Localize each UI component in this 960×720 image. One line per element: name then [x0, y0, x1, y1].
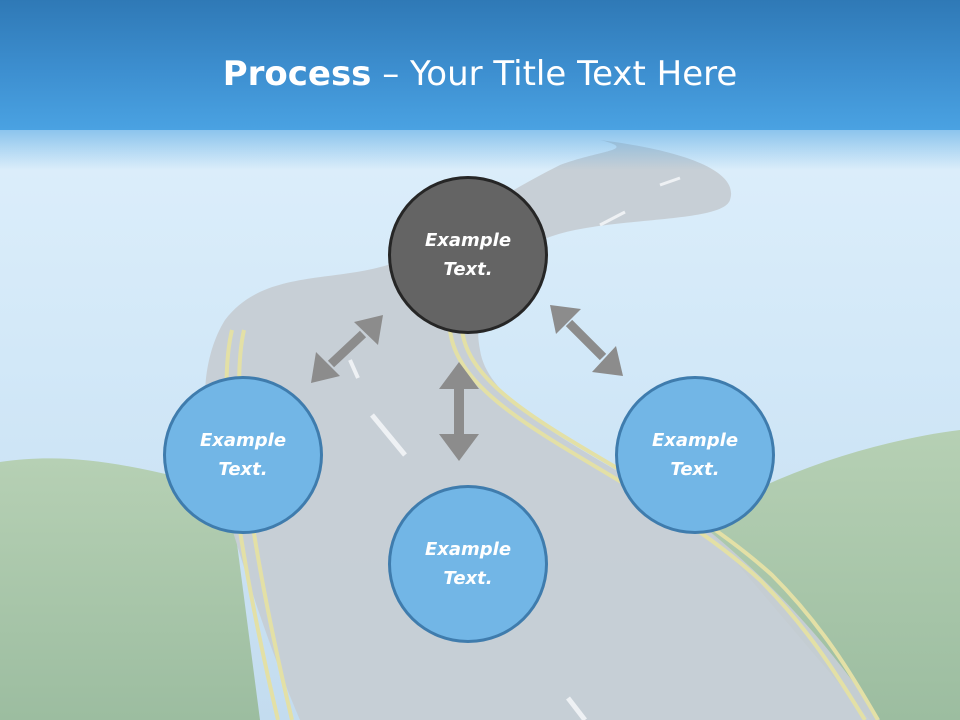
node-left-text: Example Text. [199, 430, 287, 480]
title-rest: – Your Title Text Here [371, 54, 738, 94]
arrow-top-left [311, 315, 383, 383]
node-bottom-text: Example Text. [424, 539, 512, 589]
right-hill [700, 430, 960, 720]
title-bar [0, 0, 960, 170]
left-hill [0, 458, 260, 720]
slide-title: Process – Your Title Text Here [0, 52, 960, 96]
arrow-top-right [550, 305, 623, 376]
node-left: Example Text. [163, 376, 323, 534]
arrow-vertical [439, 362, 479, 461]
title-bold: Process [222, 54, 372, 94]
node-top-text: Example Text. [424, 230, 512, 280]
node-right-text: Example Text. [651, 430, 739, 480]
road [204, 140, 880, 720]
node-right: Example Text. [615, 376, 775, 534]
node-top: Example Text. [388, 176, 548, 334]
node-bottom: Example Text. [388, 485, 548, 643]
